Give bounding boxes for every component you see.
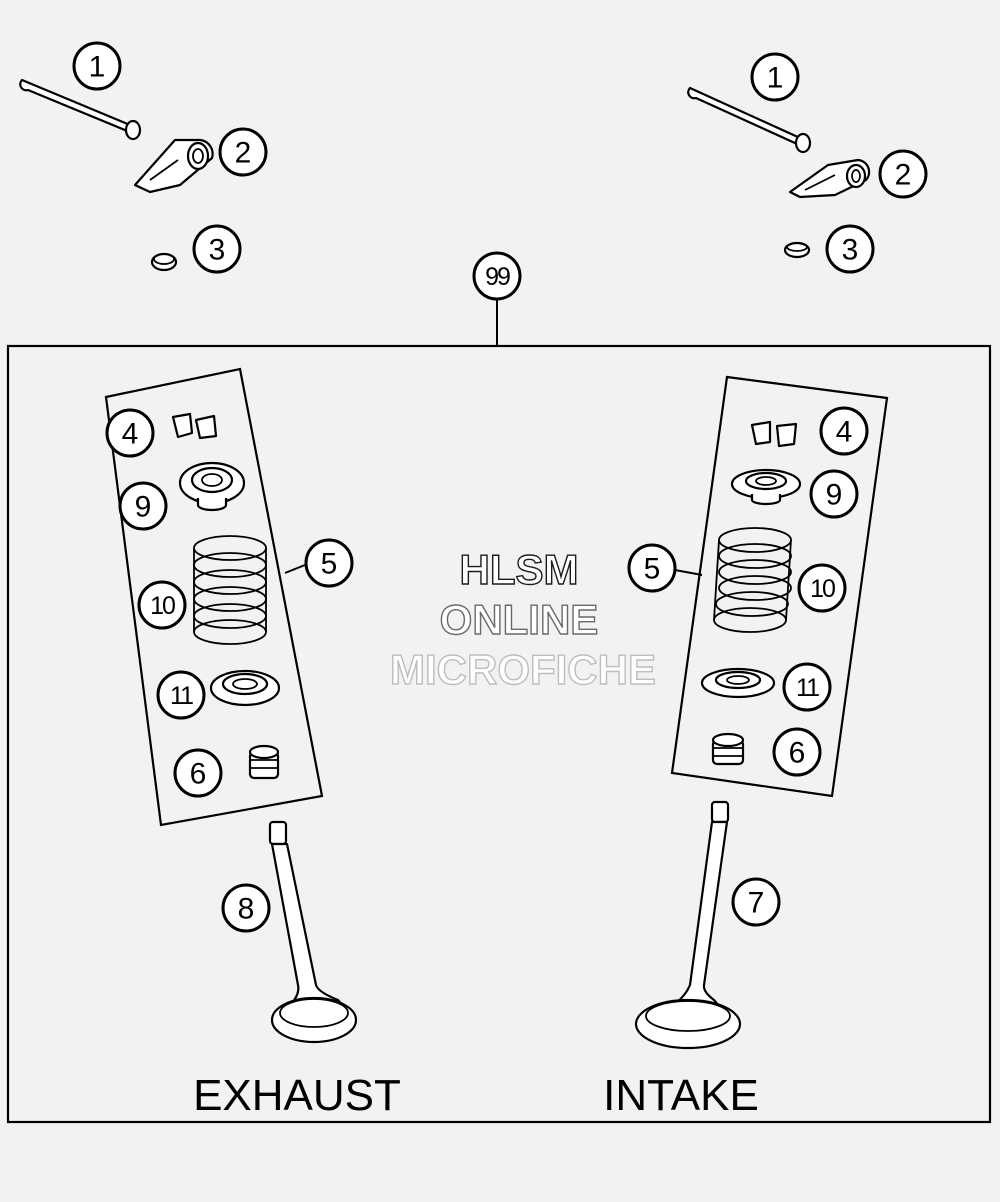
spring-seat-exhaust [209, 669, 281, 707]
callout-99-label: 99 [485, 263, 510, 291]
callout-2-right-label: 2 [895, 159, 912, 192]
callout-7[interactable]: 7 [731, 877, 781, 927]
watermark-line3: MICROFICHE [390, 646, 656, 693]
callout-4-intake-label: 4 [836, 416, 853, 449]
valve-spring-exhaust [193, 535, 267, 645]
callout-1-right[interactable]: 1 [750, 52, 800, 102]
callout-8-label: 8 [238, 893, 255, 926]
callout-11-intake-label: 11 [796, 674, 819, 702]
intake-caption: INTAKE [603, 1071, 759, 1120]
callout-11-intake[interactable]: 11 [782, 662, 832, 712]
callout-5-intake-label: 5 [644, 553, 661, 586]
exhaust-valve [268, 820, 358, 1044]
kit-frame [6, 344, 992, 1124]
callout-11-exhaust[interactable]: 11 [156, 670, 206, 720]
rocker-shaft-right [687, 86, 812, 154]
callout-5-exhaust-label: 5 [321, 548, 338, 581]
callout-1-right-label: 1 [767, 62, 784, 95]
callout-1-left[interactable]: 1 [72, 41, 122, 91]
valve-spring-intake [713, 527, 792, 633]
callout-10-intake[interactable]: 10 [797, 563, 847, 613]
callout-9-exhaust[interactable]: 9 [118, 481, 168, 531]
exhaust-caption: EXHAUST [193, 1071, 401, 1120]
spring-retainer-intake [730, 468, 802, 506]
callout-8[interactable]: 8 [221, 883, 271, 933]
callout-6-intake-label: 6 [789, 737, 806, 770]
callout-7-label: 7 [748, 887, 765, 920]
valve-keepers-intake [750, 420, 798, 448]
rocker-arm-right [788, 158, 871, 199]
callout-11-exhaust-label: 11 [170, 682, 193, 710]
callout-3-left-label: 3 [209, 234, 226, 267]
intake-spring-kit-panel [670, 375, 889, 798]
callout-10-exhaust-label: 10 [150, 592, 175, 620]
exhaust-spring-kit-panel [104, 367, 324, 827]
callout-6-exhaust[interactable]: 6 [173, 748, 223, 798]
spring-seat-intake [700, 667, 776, 699]
callout-3-left[interactable]: 3 [192, 224, 242, 274]
shim-right [783, 241, 811, 259]
rocker-shaft-left [19, 78, 142, 141]
callout-4-intake[interactable]: 4 [819, 406, 869, 456]
rocker-arm-left [133, 138, 214, 194]
callout-2-left-label: 2 [235, 137, 252, 170]
callout-99[interactable]: 99 [472, 251, 522, 301]
callout-5-exhaust[interactable]: 5 [304, 538, 354, 588]
callout-1-left-label: 1 [89, 51, 106, 84]
callout-5-leader-right [674, 569, 703, 576]
valve-keepers-exhaust [171, 412, 218, 440]
callout-10-intake-label: 10 [810, 575, 835, 603]
callout-3-right-label: 3 [842, 234, 859, 267]
watermark: HLSM ONLINE MICROFICHE [389, 545, 656, 693]
callout-4-exhaust[interactable]: 4 [105, 408, 155, 458]
callout-5-intake[interactable]: 5 [627, 543, 677, 593]
spring-retainer-exhaust [178, 461, 246, 512]
callout-5-leader-left [284, 564, 306, 574]
callout-10-exhaust[interactable]: 10 [137, 580, 187, 630]
callout-9-exhaust-label: 9 [135, 491, 152, 524]
valve-stem-seal-intake [711, 732, 745, 766]
watermark-line2: ONLINE [440, 596, 599, 643]
callout-9-intake-label: 9 [826, 479, 843, 512]
shim-left [150, 252, 178, 272]
callout-3-right[interactable]: 3 [825, 224, 875, 274]
callout-6-exhaust-label: 6 [190, 758, 207, 791]
callout-2-left[interactable]: 2 [218, 127, 268, 177]
intake-valve [634, 800, 742, 1050]
watermark-line1: HLSM [460, 546, 579, 593]
callout-2-right[interactable]: 2 [878, 149, 928, 199]
callout-6-intake[interactable]: 6 [772, 727, 822, 777]
valve-stem-seal-exhaust [248, 744, 280, 780]
callout-9-intake[interactable]: 9 [809, 469, 859, 519]
callout-4-exhaust-label: 4 [122, 418, 139, 451]
